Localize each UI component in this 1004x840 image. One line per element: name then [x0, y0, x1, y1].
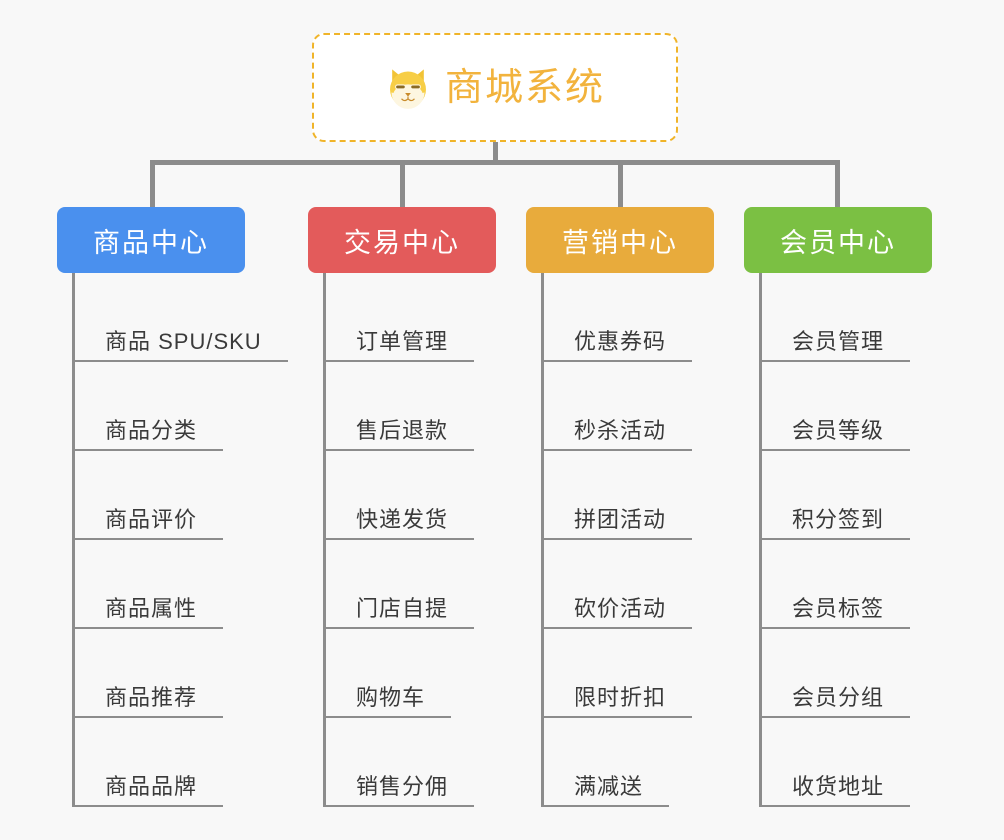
branch-member-center: 会员中心 会员管理 会员等级 积分签到 会员标签 会员分组 收货地址 — [744, 207, 974, 807]
list-item[interactable]: 商品品牌 — [75, 718, 307, 807]
leaf-label: 销售分佣 — [326, 774, 475, 807]
leaf-label: 商品属性 — [75, 596, 224, 629]
leaf-label: 会员管理 — [762, 329, 911, 362]
list-item[interactable]: 积分签到 — [762, 451, 974, 540]
connector-drop-marketing-center — [618, 160, 623, 208]
branch-product-center: 商品中心 商品 SPU/SKU 商品分类 商品评价 商品属性 商品推荐 商品品牌 — [57, 207, 307, 807]
root-title: 商城系统 — [444, 66, 605, 109]
list-item[interactable]: 限时折扣 — [544, 629, 744, 718]
connector-drop-product-center — [150, 160, 155, 208]
branch-marketing-center: 营销中心 优惠券码 秒杀活动 拼团活动 砍价活动 限时折扣 满减送 — [526, 207, 744, 807]
leaf-list-marketing-center: 优惠券码 秒杀活动 拼团活动 砍价活动 限时折扣 满减送 — [541, 273, 744, 807]
leaf-label: 秒杀活动 — [544, 418, 693, 451]
list-item[interactable]: 商品推荐 — [75, 629, 307, 718]
leaf-label: 收货地址 — [762, 774, 911, 807]
leaf-label: 会员标签 — [762, 596, 911, 629]
leaf-label: 商品评价 — [75, 507, 224, 540]
leaf-label: 购物车 — [326, 685, 452, 718]
leaf-label: 门店自提 — [326, 596, 475, 629]
list-item[interactable]: 商品 SPU/SKU — [75, 273, 307, 362]
list-item[interactable]: 商品属性 — [75, 540, 307, 629]
leaf-label: 限时折扣 — [544, 685, 693, 718]
category-box-marketing-center[interactable]: 营销中心 — [526, 207, 714, 273]
category-label-product-center: 商品中心 — [93, 227, 209, 258]
list-item[interactable]: 快递发货 — [326, 451, 526, 540]
list-item[interactable]: 销售分佣 — [326, 718, 526, 807]
list-item[interactable]: 满减送 — [544, 718, 744, 807]
list-item[interactable]: 售后退款 — [326, 362, 526, 451]
connector-drop-member-center — [835, 160, 840, 208]
list-item[interactable]: 砍价活动 — [544, 540, 744, 629]
list-item[interactable]: 商品分类 — [75, 362, 307, 451]
list-item[interactable]: 购物车 — [326, 629, 526, 718]
category-box-trade-center[interactable]: 交易中心 — [308, 207, 496, 273]
leaf-label: 商品 SPU/SKU — [75, 329, 288, 362]
leaf-label: 快递发货 — [326, 507, 475, 540]
list-item[interactable]: 门店自提 — [326, 540, 526, 629]
category-label-member-center: 会员中心 — [780, 227, 896, 258]
category-label-marketing-center: 营销中心 — [562, 227, 678, 258]
list-item[interactable]: 收货地址 — [762, 718, 974, 807]
category-box-member-center[interactable]: 会员中心 — [744, 207, 932, 273]
leaf-label: 商品品牌 — [75, 774, 224, 807]
list-item[interactable]: 商品评价 — [75, 451, 307, 540]
connector-root-stem — [493, 142, 498, 164]
leaf-label: 订单管理 — [326, 329, 475, 362]
leaf-label: 会员分组 — [762, 685, 911, 718]
category-label-trade-center: 交易中心 — [344, 227, 460, 258]
list-item[interactable]: 秒杀活动 — [544, 362, 744, 451]
list-item[interactable]: 会员管理 — [762, 273, 974, 362]
shiba-dog-face-icon — [385, 65, 431, 111]
leaf-label: 售后退款 — [326, 418, 475, 451]
root-node-mall-system[interactable]: 商城系统 — [312, 33, 678, 142]
leaf-label: 满减送 — [544, 774, 670, 807]
list-item[interactable]: 会员标签 — [762, 540, 974, 629]
leaf-list-trade-center: 订单管理 售后退款 快递发货 门店自提 购物车 销售分佣 — [323, 273, 526, 807]
list-item[interactable]: 会员分组 — [762, 629, 974, 718]
list-item[interactable]: 订单管理 — [326, 273, 526, 362]
connector-drop-trade-center — [400, 160, 405, 208]
list-item[interactable]: 会员等级 — [762, 362, 974, 451]
leaf-label: 优惠券码 — [544, 329, 693, 362]
connector-horizontal-bus — [150, 160, 840, 165]
leaf-label: 拼团活动 — [544, 507, 693, 540]
leaf-label: 会员等级 — [762, 418, 911, 451]
leaf-label: 商品分类 — [75, 418, 224, 451]
list-item[interactable]: 优惠券码 — [544, 273, 744, 362]
leaf-label: 积分签到 — [762, 507, 911, 540]
leaf-label: 商品推荐 — [75, 685, 224, 718]
leaf-list-product-center: 商品 SPU/SKU 商品分类 商品评价 商品属性 商品推荐 商品品牌 — [72, 273, 307, 807]
leaf-label: 砍价活动 — [544, 596, 693, 629]
list-item[interactable]: 拼团活动 — [544, 451, 744, 540]
leaf-list-member-center: 会员管理 会员等级 积分签到 会员标签 会员分组 收货地址 — [759, 273, 974, 807]
branch-trade-center: 交易中心 订单管理 售后退款 快递发货 门店自提 购物车 销售分佣 — [308, 207, 526, 807]
category-box-product-center[interactable]: 商品中心 — [57, 207, 245, 273]
